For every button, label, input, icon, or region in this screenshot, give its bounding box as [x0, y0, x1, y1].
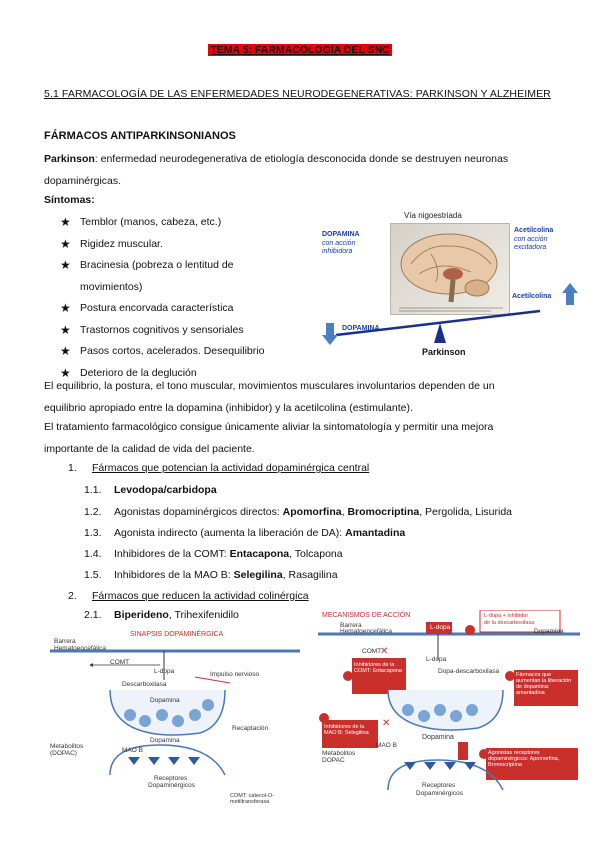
dopac-label: (DOPAC)	[50, 750, 77, 757]
receptores-label: Receptores	[422, 782, 456, 789]
parkinson-term: Parkinson	[44, 153, 95, 165]
figure-top-label: Vía nigoestriada	[404, 211, 462, 220]
balance-svg	[322, 283, 578, 345]
beam-dopamina-label: DOPAMINA	[342, 325, 380, 332]
balance-pivot	[434, 323, 446, 343]
hematoencefalica-label: Hematoencefálica	[340, 628, 393, 635]
star-icon: ★	[60, 301, 71, 315]
symptom-item: ★Postura encorvada característica	[60, 298, 322, 320]
heading-antiparkinsonianos: FÁRMACOS ANTIPARKINSONIANOS	[44, 130, 236, 142]
close-icon: ✕	[380, 646, 388, 657]
ldopa-text2: de la descarboxilasa	[484, 620, 535, 626]
star-icon: ★	[60, 258, 71, 272]
symptom-item: ★Trastornos cognitivos y sensoriales	[60, 320, 322, 342]
symptom-list: ★Temblor (manos, cabeza, etc.) ★Rigidez …	[60, 212, 322, 384]
ldopa-text: L-dopa + inhibidor	[484, 613, 529, 619]
list-item-2: 2.Fármacos que reducen la actividad coli…	[68, 590, 309, 602]
star-icon: ★	[60, 215, 71, 229]
figure2-caption: COMT: catecol-O-metiltransferasa	[230, 793, 275, 805]
mao-label: MAO B	[122, 747, 143, 754]
symptom-item: ★Rigidez muscular.	[60, 234, 322, 256]
parkinson-def-2: dopaminérgicas.	[44, 175, 122, 187]
paragraph-tratamiento: El tratamiento farmacológico consigue ún…	[44, 421, 494, 455]
hematoencefalica-label: Hematoencefálica	[54, 645, 107, 652]
barrera-label: Barrera	[340, 622, 362, 629]
sub-item-1-5: 1.5.Inhibidores de la MAO B: Selegilina,…	[84, 569, 338, 581]
brain-illustration	[399, 233, 503, 312]
ldopa-label: L-dopa	[154, 668, 175, 675]
box-right: Fármacos que aumentan la liberación de d…	[516, 672, 572, 696]
dopamina-label: DOPAMINA	[322, 231, 360, 238]
agonistas-box: Agonistas receptores dopaminérgicos: Apo…	[488, 750, 560, 768]
receptores2-label: Dopaminérgicos	[416, 790, 463, 797]
dopamina-label-fig2: Dopamina	[150, 697, 180, 704]
dopamina-top: Dopamina	[534, 628, 564, 635]
dopamina-mid: Dopamina	[422, 734, 454, 741]
document-title: TEMA 5: FARMACOLOGÍA DEL SNC	[208, 44, 392, 56]
sub-item-1-1: 1.1.Levodopa/carbidopa	[84, 484, 217, 496]
receptores-label: Receptores	[154, 775, 188, 782]
dopamina2-label: Dopamina	[150, 737, 180, 744]
symptom-item: ★Deterioro de la deglución	[60, 363, 322, 385]
sub-item-1-3: 1.3.Agonista indirecto (aumenta la liber…	[84, 527, 406, 539]
symptom-item: ★Pasos cortos, acelerados. Desequilibrio	[60, 341, 322, 363]
balance-figure: Vía nigoestriada DOPAMINA con acción inh…	[318, 205, 582, 365]
pivot-label: Parkinson	[422, 347, 466, 357]
sub-item-2-1: 2.1.Biperideno, Trihexifenidilo	[84, 609, 239, 621]
beam-acetilcolina-label: Acetilcolina	[512, 293, 552, 300]
parkinson-def-1: : enfermedad neurodegenerativa de etiolo…	[94, 153, 509, 165]
dopac-label: DOPAC	[322, 757, 345, 764]
title-wrap: TEMA 5: FARMACOLOGÍA DEL SNC	[0, 44, 600, 56]
symptom-item-continued: movimientos)	[80, 280, 143, 293]
symptom-item: ★Temblor (manos, cabeza, etc.)	[60, 212, 322, 234]
arrow-up-icon	[562, 283, 578, 305]
descarboxilasa-label: Descarboxilasa	[122, 681, 167, 688]
barrera-label: Barrera	[54, 638, 76, 645]
presynaptic-terminal	[109, 689, 226, 736]
brain-image	[390, 223, 510, 315]
ldopa-box: L-dopa	[430, 624, 451, 631]
star-icon: ★	[60, 322, 71, 337]
star-icon: ★	[60, 236, 71, 251]
synapse-figure: SINAPSIS DOPAMINÉRGICA Barrera Hematoenc…	[50, 631, 300, 810]
impulso-label: Impulso nervioso	[210, 671, 260, 678]
mechanisms-figure: ✕ ✕ MECANISMOS DE ACCIÓN Barrera Hematoe…	[318, 610, 580, 810]
dopamina-sub2: inhibidora	[322, 248, 353, 255]
dopa-label: Dopa-descarboxilasa	[438, 668, 500, 675]
comt-label: COMT	[110, 659, 130, 666]
star-icon: ★	[60, 365, 71, 380]
synapse-title: SINAPSIS DOPAMINÉRGICA	[130, 631, 224, 638]
metabolitos-label: Metabolitos	[50, 743, 84, 750]
receptores2-label: Dopaminérgicos	[148, 782, 195, 789]
recaptacion-label: Recaptación	[232, 725, 269, 732]
acetilcolina-sub1: con acción	[514, 236, 548, 243]
mechanisms-svg: ✕ ✕	[318, 610, 580, 791]
mechanisms-title: MECANISMOS DE ACCIÓN	[322, 612, 411, 619]
arrow-down-icon	[322, 323, 338, 345]
dopamina-sub1: con acción	[322, 240, 356, 247]
list-item-1: 1.Fármacos que potencian la actividad do…	[68, 462, 370, 474]
acetilcolina-sub2: excitadora	[514, 244, 547, 251]
sub-item-1-2: 1.2.Agonistas dopaminérgicos directos: A…	[84, 506, 513, 518]
star-icon: ★	[60, 344, 71, 358]
sub-item-1-4: 1.4.Inhibidores de la COMT: Entacapona, …	[84, 548, 343, 560]
section-title: 5.1 FARMACOLOGÍA DE LAS ENFERMEDADES NEU…	[44, 88, 551, 100]
balance-beam	[335, 309, 541, 337]
comt-label: COMT	[362, 648, 382, 655]
paragraph-equilibrio: El equilibrio, la postura, el tono muscu…	[44, 380, 495, 414]
inhib-mao-box: Inhibidores de la MAO B: Selegilina	[324, 724, 369, 736]
synapse-svg	[50, 649, 300, 776]
close-icon: ✕	[382, 718, 390, 729]
mao-label: MAO B	[376, 742, 397, 749]
ldopa-label: L-dopa	[426, 656, 447, 663]
acetilcolina-label: Acetilcolina	[514, 227, 554, 234]
metabolitos-label: Metabolitos	[322, 750, 356, 757]
symptom-item: ★Bracinesia (pobreza o lentitud de	[60, 255, 322, 277]
sintomas-label: Síntomas:	[44, 194, 95, 206]
parkinson-definition: Parkinson: enfermedad neurodegenerativa …	[44, 148, 556, 192]
comt-box: Inhibidores de la COMT: Entacapona	[354, 662, 402, 674]
